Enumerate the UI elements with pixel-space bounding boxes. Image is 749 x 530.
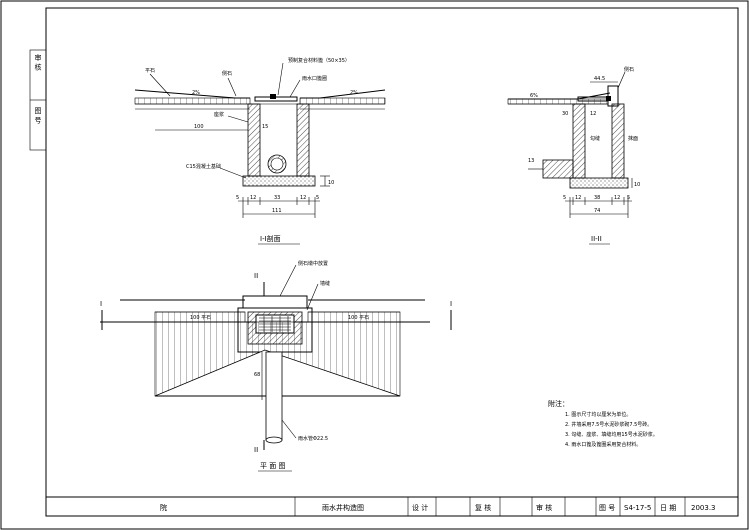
section2-dim-38: 38 [594,195,600,201]
left-strip-bottom-label: 图 号 [34,107,42,124]
plan-note-curb: 侧石墩中放置 [298,260,328,267]
section2-d12: 12 [590,111,596,117]
section1-wall-right [296,103,310,177]
plan-label-right: 100 平石 [348,315,369,321]
section2-wall-right [611,103,625,179]
section2-jijiang: 抹面 [628,135,638,142]
notes-heading: 附注： [548,399,569,408]
section1-dim-5b: 5 [316,195,319,201]
section1-road-surface-right [300,89,386,99]
plan-pipe [265,351,283,441]
section1-dim-111: 111 [272,208,282,214]
title-check: 审 核 [536,503,552,512]
section1-label-grate: 预制复合材料篦（50×35） [288,57,350,64]
title-block: 院 雨水井构造图 设 计 复 核 审 核 图 号 S4-17-5 日 期 200… [46,496,738,516]
title-unit: 院 [160,503,167,512]
section2-d30: 30 [562,111,568,117]
title-drawing-name: 雨水井构造图 [322,503,364,512]
section2-title: II-II [591,235,602,243]
section1-dim-33: 33 [274,195,280,201]
section2-pipe [542,159,574,179]
plan-dim-vert: 68 [254,372,260,378]
section2-base [569,177,629,189]
section2-road [508,92,611,100]
section1-title: I-I剖面 [260,234,281,243]
section1-dim-100: 100 [194,124,204,130]
note-item-1: 1. 图示尺寸均以厘米为单位。 [565,411,631,418]
section1-label-base: C15混凝土基础 [186,163,221,170]
section2-dim-74: 74 [594,208,600,214]
section2-slope: 6% [530,93,538,99]
section1-pave-right [299,97,386,105]
plan-marker-II-top: II [254,272,258,280]
plan-note-well: 墙缝 [320,280,330,287]
inner-frame [45,7,739,517]
section1-label-yuanshi: 侧石 [222,70,232,77]
section2-dim-44: 44.5 [594,76,605,82]
section-1: 平石 侧石 预制复合材料篦（50×35） 雨水口篦圈 座浆 C15混凝土基础 2… [134,57,386,245]
section1-slope-left: 2% [192,90,200,96]
note-item-3: 3. 勾缝、座浆、填缝均用15号水泥砂浆。 [565,431,658,438]
plan-curb [242,295,308,309]
section-2: 侧石 44.5 6% 30 12 勾缝 抹面 13 10 5 12 38 12 … [507,66,640,245]
section1-dim-15: 15 [262,124,268,130]
section2-label-yuanshi: 侧石 [624,66,634,73]
section1-dim-12b: 12 [300,195,306,201]
plan-marker-II-bottom: II [254,446,258,454]
section2-wall-left [572,103,586,179]
section1-wall-left [247,103,261,177]
note-item-4: 4. 雨水口篦及篦圈采用复合材料。 [565,441,641,448]
plan-pipe-note: 雨水管Φ22.5 [298,435,328,442]
notes-block: 附注： 1. 图示尺寸均以厘米为单位。 2. 井墙采用7.5号水泥砂浆砌7.5号… [548,399,658,448]
section2-d13: 13 [528,158,534,164]
section1-base [242,175,316,187]
section1-pave-left [134,97,251,105]
title-date: 2003.3 [691,504,716,512]
section2-dim-12a: 12 [575,195,581,201]
section1-label-pingshi: 平石 [145,68,155,74]
left-strip: 审 核 图 号 [29,49,47,151]
left-strip-top-label: 审 核 [34,53,42,71]
section2-goufeng: 勾缝 [590,135,600,142]
title-date-label: 日 期 [660,504,676,512]
title-drawing-no-label: 图 号 [599,504,615,512]
section2-dim-5a: 5 [563,195,566,201]
section2-h10: 10 [634,182,640,188]
plan-label-left: 100 平石 [190,315,211,321]
section1-slope-right: 2% [350,90,358,96]
section1-dim-h10: 10 [328,180,334,186]
plan-title: 平 面 图 [260,462,285,470]
section1-dim-5a: 5 [236,195,239,201]
title-drawing-no: S4-17-5 [624,504,651,512]
note-item-2: 2. 井墙采用7.5号水泥砂浆砌7.5号砖。 [565,421,652,428]
plan-marker-I-right: I [450,300,452,308]
section1-label-inlet: 雨水口篦圈 [302,75,327,82]
title-design: 设 计 [412,503,428,512]
section1-label-mortar: 座浆 [214,111,224,118]
section2-dim-12b: 12 [614,195,620,201]
section1-dim-12a: 12 [250,195,256,201]
title-review: 复 核 [475,503,491,512]
section2-dim-5b: 5 [627,195,630,201]
plan-view: I I II II 侧 [100,260,452,472]
plan-marker-I-left: I [100,300,102,308]
